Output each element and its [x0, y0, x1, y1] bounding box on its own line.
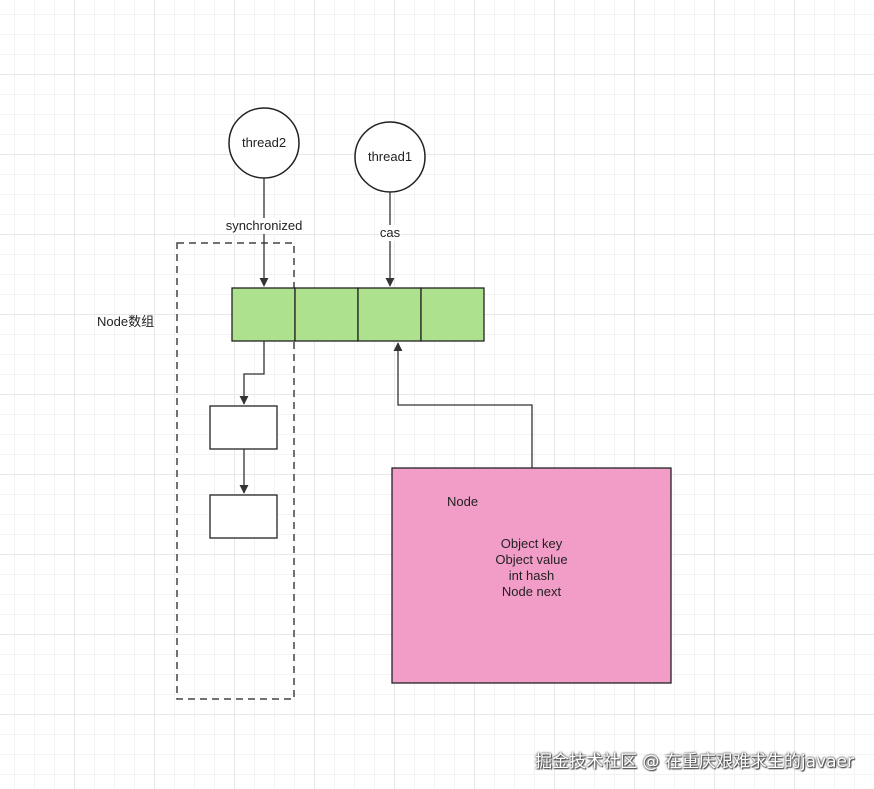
watermark: 掘金技术社区 @ 在重庆艰难求生的javaer [535, 752, 854, 772]
list-node-box [209, 494, 278, 539]
node-field: Object key [500, 536, 563, 551]
array-to-list-edge [239, 341, 265, 405]
cas-edge-label: cas [378, 225, 402, 241]
node-detail-box [391, 467, 672, 684]
node-detail-edge [393, 342, 533, 468]
node-array-label: Node数组 [97, 314, 155, 329]
node-array [231, 287, 485, 342]
node-field: Node next [501, 584, 562, 599]
node-array-cell [357, 287, 422, 342]
node-array-cell [420, 287, 485, 342]
node-array-cell [294, 287, 359, 342]
thread2-label: thread2 [241, 135, 287, 150]
node-field: int hash [508, 568, 555, 583]
list-node-box [209, 405, 278, 450]
node-field: Object value [495, 552, 568, 567]
thread1-label: thread1 [367, 149, 413, 164]
node-detail-fields: Object key Object value int hash Node ne… [392, 536, 671, 600]
synchronized-edge-label: synchronized [224, 218, 304, 234]
bucket-container-dashed [176, 242, 295, 700]
node-array-cell [231, 287, 296, 342]
node-detail-title: Node [447, 494, 479, 509]
